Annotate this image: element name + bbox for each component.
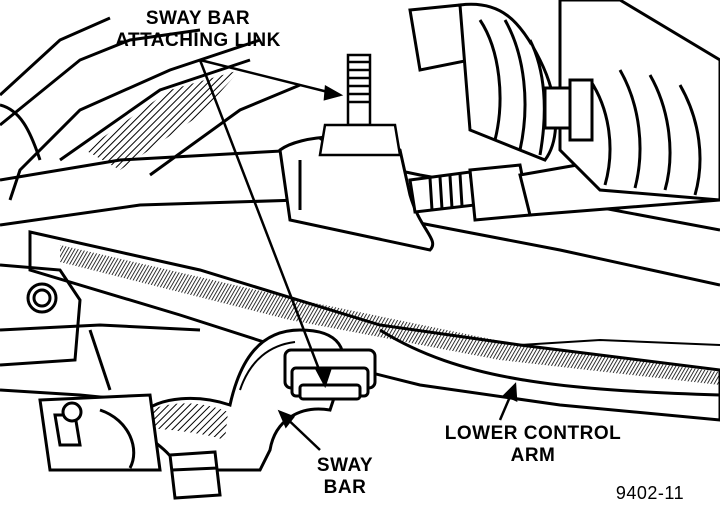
sway-bar-line-1: SWAY [316,455,374,476]
sway-bar-attaching-link-line-1: SWAY BAR [145,8,251,29]
link-grommet [283,348,377,401]
bushing-bracket [38,393,222,500]
sway-bar-line-2: BAR [323,477,367,498]
lower-control-arm [28,230,720,422]
lower-control-arm-line-2: ARM [510,445,556,466]
sway-bar-attaching-link-label: SWAY BAR ATTACHING LINK [98,8,298,52]
cv-boot [408,0,720,202]
leader-lines [198,58,518,451]
attaching-link-stud [318,53,402,157]
lower-control-arm-line-1: LOWER CONTROL [444,423,622,444]
lower-control-arm-label: LOWER CONTROL ARM [418,423,648,467]
frame-structure [0,16,301,201]
frame-shading [85,70,240,170]
sway-bar-label: SWAY BAR [300,455,390,499]
sway-bar-attaching-link-line-2: ATTACHING LINK [115,30,281,51]
mounting-plate [0,263,82,367]
figure-id: 9402-11 [615,483,685,503]
